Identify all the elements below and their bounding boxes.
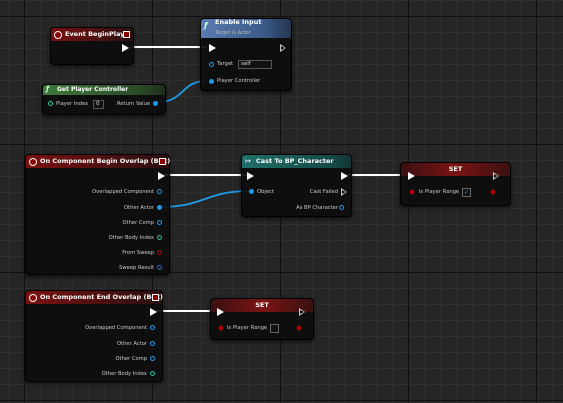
is-player-range-label: Is Player Range — [419, 189, 460, 195]
function-icon: ƒ — [46, 85, 50, 93]
other-comp-label: Other Comp — [122, 220, 154, 226]
other-comp-pin[interactable] — [150, 356, 155, 361]
variable-input-icon[interactable] — [409, 189, 415, 195]
exec-input-pin[interactable] — [408, 172, 415, 180]
exec-input-pin[interactable] — [209, 44, 216, 52]
overlapped-component-label: Overlapped Component — [85, 325, 147, 331]
cast-to-bp-character-node[interactable]: ↦ Cast To BP_Character Object Cast Faile… — [241, 154, 352, 217]
get-player-controller-node[interactable]: ƒ Get Player Controller Player Index 0 R… — [42, 84, 166, 115]
enable-input-title: Enable Input — [215, 18, 262, 26]
overlapped-component-pin[interactable] — [150, 325, 155, 330]
object-label: Object — [257, 189, 274, 195]
other-actor-pin[interactable] — [157, 205, 162, 210]
enable-input-subtitle: Target is Actor — [215, 30, 251, 36]
other-actor-label: Other Actor — [123, 205, 154, 211]
end-overlap-node[interactable]: On Component End Overlap (Box) Overlappe… — [25, 290, 163, 382]
function-icon: ƒ — [204, 21, 208, 30]
delegate-pin-icon[interactable] — [159, 158, 166, 165]
is-player-range-checkbox[interactable]: ✓ — [462, 188, 471, 197]
exec-output-pin[interactable] — [299, 308, 305, 316]
event-beginplay-title: Event BeginPlay — [65, 30, 125, 38]
from-sweep-pin[interactable] — [157, 250, 162, 255]
is-player-range-label: Is Player Range — [227, 325, 268, 331]
cast-header[interactable]: ↦ Cast To BP_Character — [242, 155, 351, 168]
other-body-index-label: Other Body Index — [101, 371, 147, 377]
other-body-index-pin[interactable] — [157, 235, 162, 240]
player-index-pin[interactable] — [48, 101, 53, 106]
player-controller-label: Player Controller — [217, 78, 261, 84]
set-header[interactable]: SET — [401, 163, 510, 176]
other-actor-label: Other Actor — [116, 341, 147, 347]
begin-overlap-header[interactable]: On Component Begin Overlap (Box) — [26, 155, 171, 168]
exec-output-pin[interactable] — [122, 44, 129, 52]
set-is-player-range-true-node[interactable]: SET Is Player Range ✓ — [400, 162, 511, 206]
return-value-pin[interactable] — [153, 101, 158, 106]
enable-input-header[interactable]: ƒ Enable Input Target is Actor — [201, 18, 291, 38]
get-player-controller-header[interactable]: ƒ Get Player Controller — [43, 85, 165, 95]
begin-overlap-node[interactable]: On Component Begin Overlap (Box) Overlap… — [25, 154, 170, 275]
player-index-label: Player Index — [56, 101, 89, 107]
object-pin[interactable] — [249, 189, 254, 194]
target-pin[interactable] — [209, 62, 214, 67]
exec-output-pin[interactable] — [493, 172, 499, 180]
enable-input-node[interactable]: ƒ Enable Input Target is Actor Target se… — [200, 18, 292, 91]
object-wire-other-actor-to-cast — [159, 190, 251, 208]
other-actor-pin[interactable] — [150, 341, 155, 346]
exec-output-pin[interactable] — [280, 44, 286, 52]
event-icon — [29, 158, 37, 166]
set-title: SET — [255, 301, 269, 309]
other-comp-pin[interactable] — [157, 220, 162, 225]
variable-output-icon[interactable] — [490, 189, 496, 195]
begin-overlap-title: On Component Begin Overlap (Box) — [40, 157, 171, 165]
exec-output-pin[interactable] — [150, 308, 157, 316]
event-icon — [54, 31, 62, 39]
from-sweep-label: From Sweep — [122, 250, 154, 256]
get-player-controller-title: Get Player Controller — [57, 86, 129, 93]
is-player-range-checkbox[interactable]: ✓ — [270, 324, 279, 333]
exec-input-pin[interactable] — [217, 308, 224, 316]
set-header[interactable]: SET — [211, 299, 313, 312]
sweep-result-label: Sweep Result — [119, 265, 154, 271]
event-beginplay-node[interactable]: Event BeginPlay — [50, 27, 134, 65]
cast-icon: ↦ — [245, 157, 251, 165]
exec-input-pin[interactable] — [247, 172, 254, 180]
as-bp-character-label: As BP Character — [296, 205, 338, 211]
end-overlap-title: On Component End Overlap (Box) — [40, 293, 164, 301]
end-overlap-header[interactable]: On Component End Overlap (Box) — [26, 291, 164, 304]
as-bp-character-pin[interactable] — [339, 205, 344, 210]
other-body-index-pin[interactable] — [150, 371, 155, 376]
set-title: SET — [448, 165, 463, 173]
overlapped-component-pin[interactable] — [157, 189, 162, 194]
other-body-index-label: Other Body Index — [108, 235, 154, 241]
event-beginplay-header[interactable]: Event BeginPlay — [51, 28, 133, 41]
cast-failed-label: Cast Failed — [309, 189, 338, 195]
cast-title: Cast To BP_Character — [256, 157, 334, 165]
event-icon — [29, 294, 37, 302]
player-controller-pin[interactable] — [209, 79, 214, 84]
overlapped-component-label: Overlapped Component — [92, 189, 154, 195]
delegate-pin-icon[interactable] — [152, 294, 159, 301]
set-is-player-range-false-node[interactable]: SET Is Player Range ✓ — [210, 298, 314, 340]
player-index-field[interactable]: 0 — [93, 100, 104, 109]
return-value-label: Return Value — [117, 101, 151, 107]
variable-input-icon[interactable] — [218, 325, 224, 331]
exec-output-pin[interactable] — [158, 172, 165, 180]
sweep-result-pin[interactable] — [157, 265, 162, 270]
target-label: Target — [217, 61, 234, 67]
exec-output-pin[interactable] — [341, 172, 348, 180]
variable-output-icon[interactable] — [296, 325, 302, 331]
cast-failed-pin[interactable] — [341, 188, 347, 196]
delegate-pin-icon[interactable] — [123, 31, 130, 38]
target-value-field[interactable]: self — [238, 60, 272, 69]
other-comp-label: Other Comp — [115, 356, 147, 362]
